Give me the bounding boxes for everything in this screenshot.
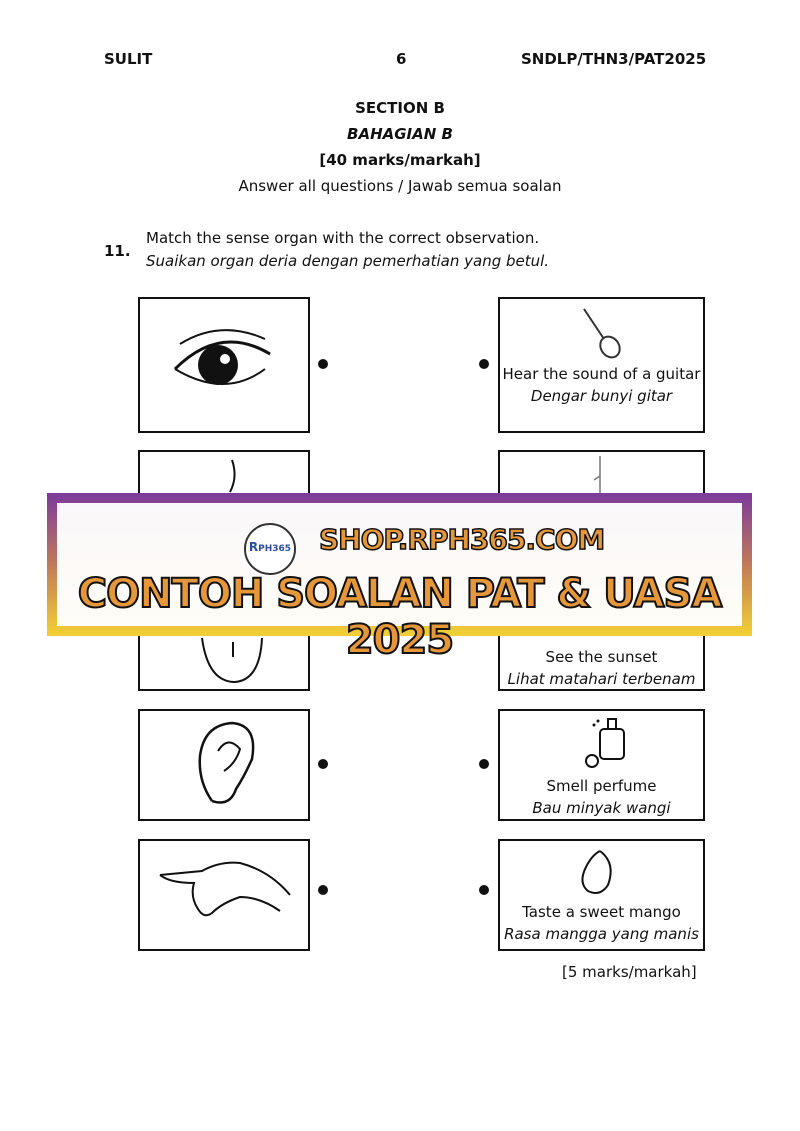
- rph365-logo: RPH365: [244, 523, 296, 575]
- observation-text: Hear the sound of a guitar: [502, 365, 701, 383]
- observation-text: See the sunset: [545, 648, 658, 666]
- banner-url: SHOP.RPH365.COM: [318, 522, 606, 557]
- match-dot-right-1[interactable]: [479, 359, 489, 369]
- observation-box-mango: Taste a sweet mango Rasa mangga yang man…: [498, 839, 705, 951]
- section-marks: [40 marks/markah]: [319, 151, 481, 169]
- observation-text-ms: Lihat matahari terbenam: [507, 670, 696, 688]
- question-marks: [5 marks/markah]: [562, 963, 697, 981]
- match-dot-left-5[interactable]: [318, 885, 328, 895]
- question-text: Match the sense organ with the correct o…: [146, 229, 540, 247]
- guitar-icon: [583, 308, 621, 359]
- question-text-ms: Suaikan organ deria dengan pemerhatian y…: [146, 252, 550, 270]
- banner-title: CONTOH SOALAN PAT & UASA 2025: [77, 570, 724, 664]
- organ-box-ear: [138, 709, 310, 821]
- observation-box-guitar: Hear the sound of a guitar Dengar bunyi …: [498, 297, 705, 433]
- organ-box-eye: [138, 297, 310, 433]
- header-sulit: SULIT: [104, 50, 153, 68]
- perfume-icon: [585, 718, 625, 768]
- match-dot-right-5[interactable]: [479, 885, 489, 895]
- organ-box-hand: [138, 839, 310, 951]
- section-title: SECTION B: [355, 99, 445, 117]
- match-dot-right-4[interactable]: [479, 759, 489, 769]
- observation-text-ms: Rasa mangga yang manis: [504, 925, 699, 943]
- mango-icon: [581, 850, 612, 894]
- question-number: 11.: [104, 242, 131, 260]
- observation-text-ms: Bau minyak wangi: [532, 799, 671, 817]
- section-title-ms: BAHAGIAN B: [347, 125, 453, 143]
- paper-code: SNDLP/THN3/PAT2025: [521, 50, 707, 68]
- page-number: 6: [396, 50, 407, 68]
- observation-text-ms: Dengar bunyi gitar: [530, 387, 673, 405]
- observation-box-perfume: Smell perfume Bau minyak wangi: [498, 709, 705, 821]
- nose-icon: [229, 459, 236, 493]
- eye-icon: [173, 329, 271, 385]
- hand-icon: [159, 861, 291, 917]
- observation-text: Smell perfume: [546, 777, 657, 795]
- match-dot-left-4[interactable]: [318, 759, 328, 769]
- section-instruction: Answer all questions / Jawab semua soala…: [238, 177, 562, 195]
- match-dot-left-1[interactable]: [318, 359, 328, 369]
- ear-icon: [198, 721, 255, 804]
- promo-banner: RPH365 SHOP.RPH365.COM CONTOH SOALAN PAT…: [47, 493, 752, 664]
- tongue-icon: [201, 637, 263, 684]
- observation-text: Taste a sweet mango: [522, 903, 681, 921]
- rose-icon: [593, 456, 601, 496]
